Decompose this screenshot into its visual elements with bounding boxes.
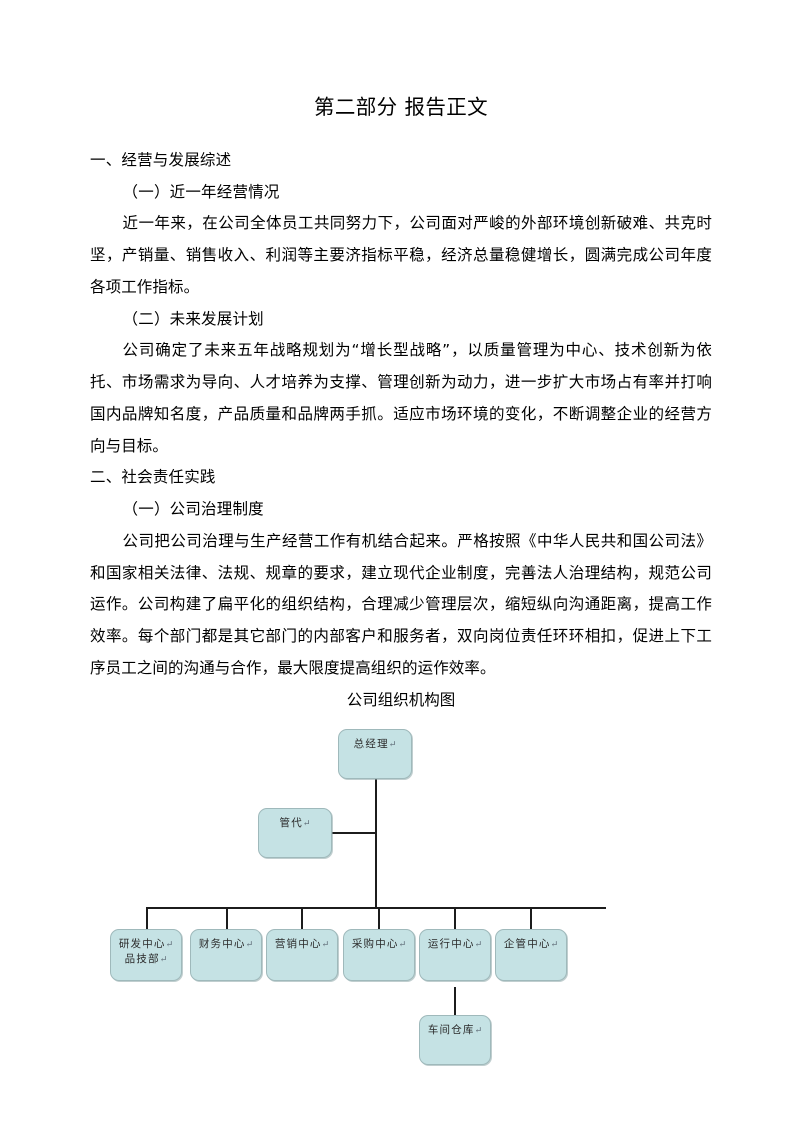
page-title: 第二部分 报告正文 [313, 95, 489, 119]
subsection-heading-2-1: （一）公司治理制度 [122, 500, 264, 519]
paragraph-1-1: 近一年来，在公司全体员工共同努力下，公司面对严峻的外部环境创新破难、共克时坚，产… [90, 214, 712, 296]
node-enterprise-management-center-label: 企管中心↵ [503, 937, 559, 950]
paragraph-1-2: 公司确定了未来五年战略规划为“增长型战略”，以质量管理为中心、技术创新为依托、市… [90, 341, 712, 455]
section-heading-2: 二、社会责任实践 [90, 468, 216, 487]
node-purchasing-center[interactable]: 采购中心↵ [343, 928, 415, 981]
node-enterprise-management-center[interactable]: 企管中心↵ [495, 928, 567, 981]
paragraph-2-1: 公司把公司治理与生产经营工作有机结合起来。严格按照《中华人民共和国公司法》和国家… [90, 531, 712, 677]
connector-department-bus [146, 906, 606, 909]
org-chart: 总经理↵ 管代↵ 研发中心↵ 品技部↵ 财务中心↵ [90, 719, 712, 1065]
node-workshop-warehouse[interactable]: 车间仓库↵ [419, 1014, 491, 1065]
section-heading-1: 一、经营与发展综述 [90, 150, 232, 169]
node-rnd-center-label-line2: 品技部↵ [124, 952, 168, 965]
connector-mgmt-rep-stub [325, 831, 377, 834]
figure-caption: 公司组织机构图 [346, 690, 456, 709]
connector-gm-trunk [375, 778, 377, 909]
node-rnd-center-label-line1: 研发中心↵ [118, 937, 174, 950]
connector-drop-operations [454, 906, 456, 929]
node-marketing-center[interactable]: 营销中心↵ [266, 928, 338, 981]
connector-drop-marketing [301, 906, 303, 929]
document-content: 第二部分 报告正文 一、经营与发展综述 （一）近一年经营情况 近一年来，在公司全… [90, 92, 712, 1065]
node-operations-center-label: 运行中心↵ [427, 937, 483, 950]
node-general-manager[interactable]: 总经理↵ [338, 728, 412, 779]
subsection-heading-1-2: （二）未来发展计划 [122, 309, 264, 328]
connector-drop-purchasing [378, 906, 380, 929]
node-purchasing-center-label: 采购中心↵ [351, 937, 407, 950]
node-management-representative[interactable]: 管代↵ [258, 807, 332, 858]
node-operations-center[interactable]: 运行中心↵ [419, 928, 491, 981]
subsection-heading-1-1: （一）近一年经营情况 [122, 182, 280, 201]
node-finance-center-label: 财务中心↵ [198, 937, 254, 950]
node-marketing-center-label: 营销中心↵ [274, 937, 330, 950]
connector-drop-enterprise [530, 906, 532, 929]
connector-operations-to-warehouse [454, 986, 456, 1017]
connector-drop-rnd [146, 906, 148, 929]
connector-drop-finance [226, 906, 228, 929]
node-general-manager-label: 总经理↵ [353, 737, 397, 750]
node-workshop-warehouse-label: 车间仓库↵ [427, 1023, 483, 1036]
node-rnd-center[interactable]: 研发中心↵ 品技部↵ [110, 928, 182, 981]
node-management-representative-label: 管代↵ [279, 816, 311, 829]
node-finance-center[interactable]: 财务中心↵ [190, 928, 262, 981]
